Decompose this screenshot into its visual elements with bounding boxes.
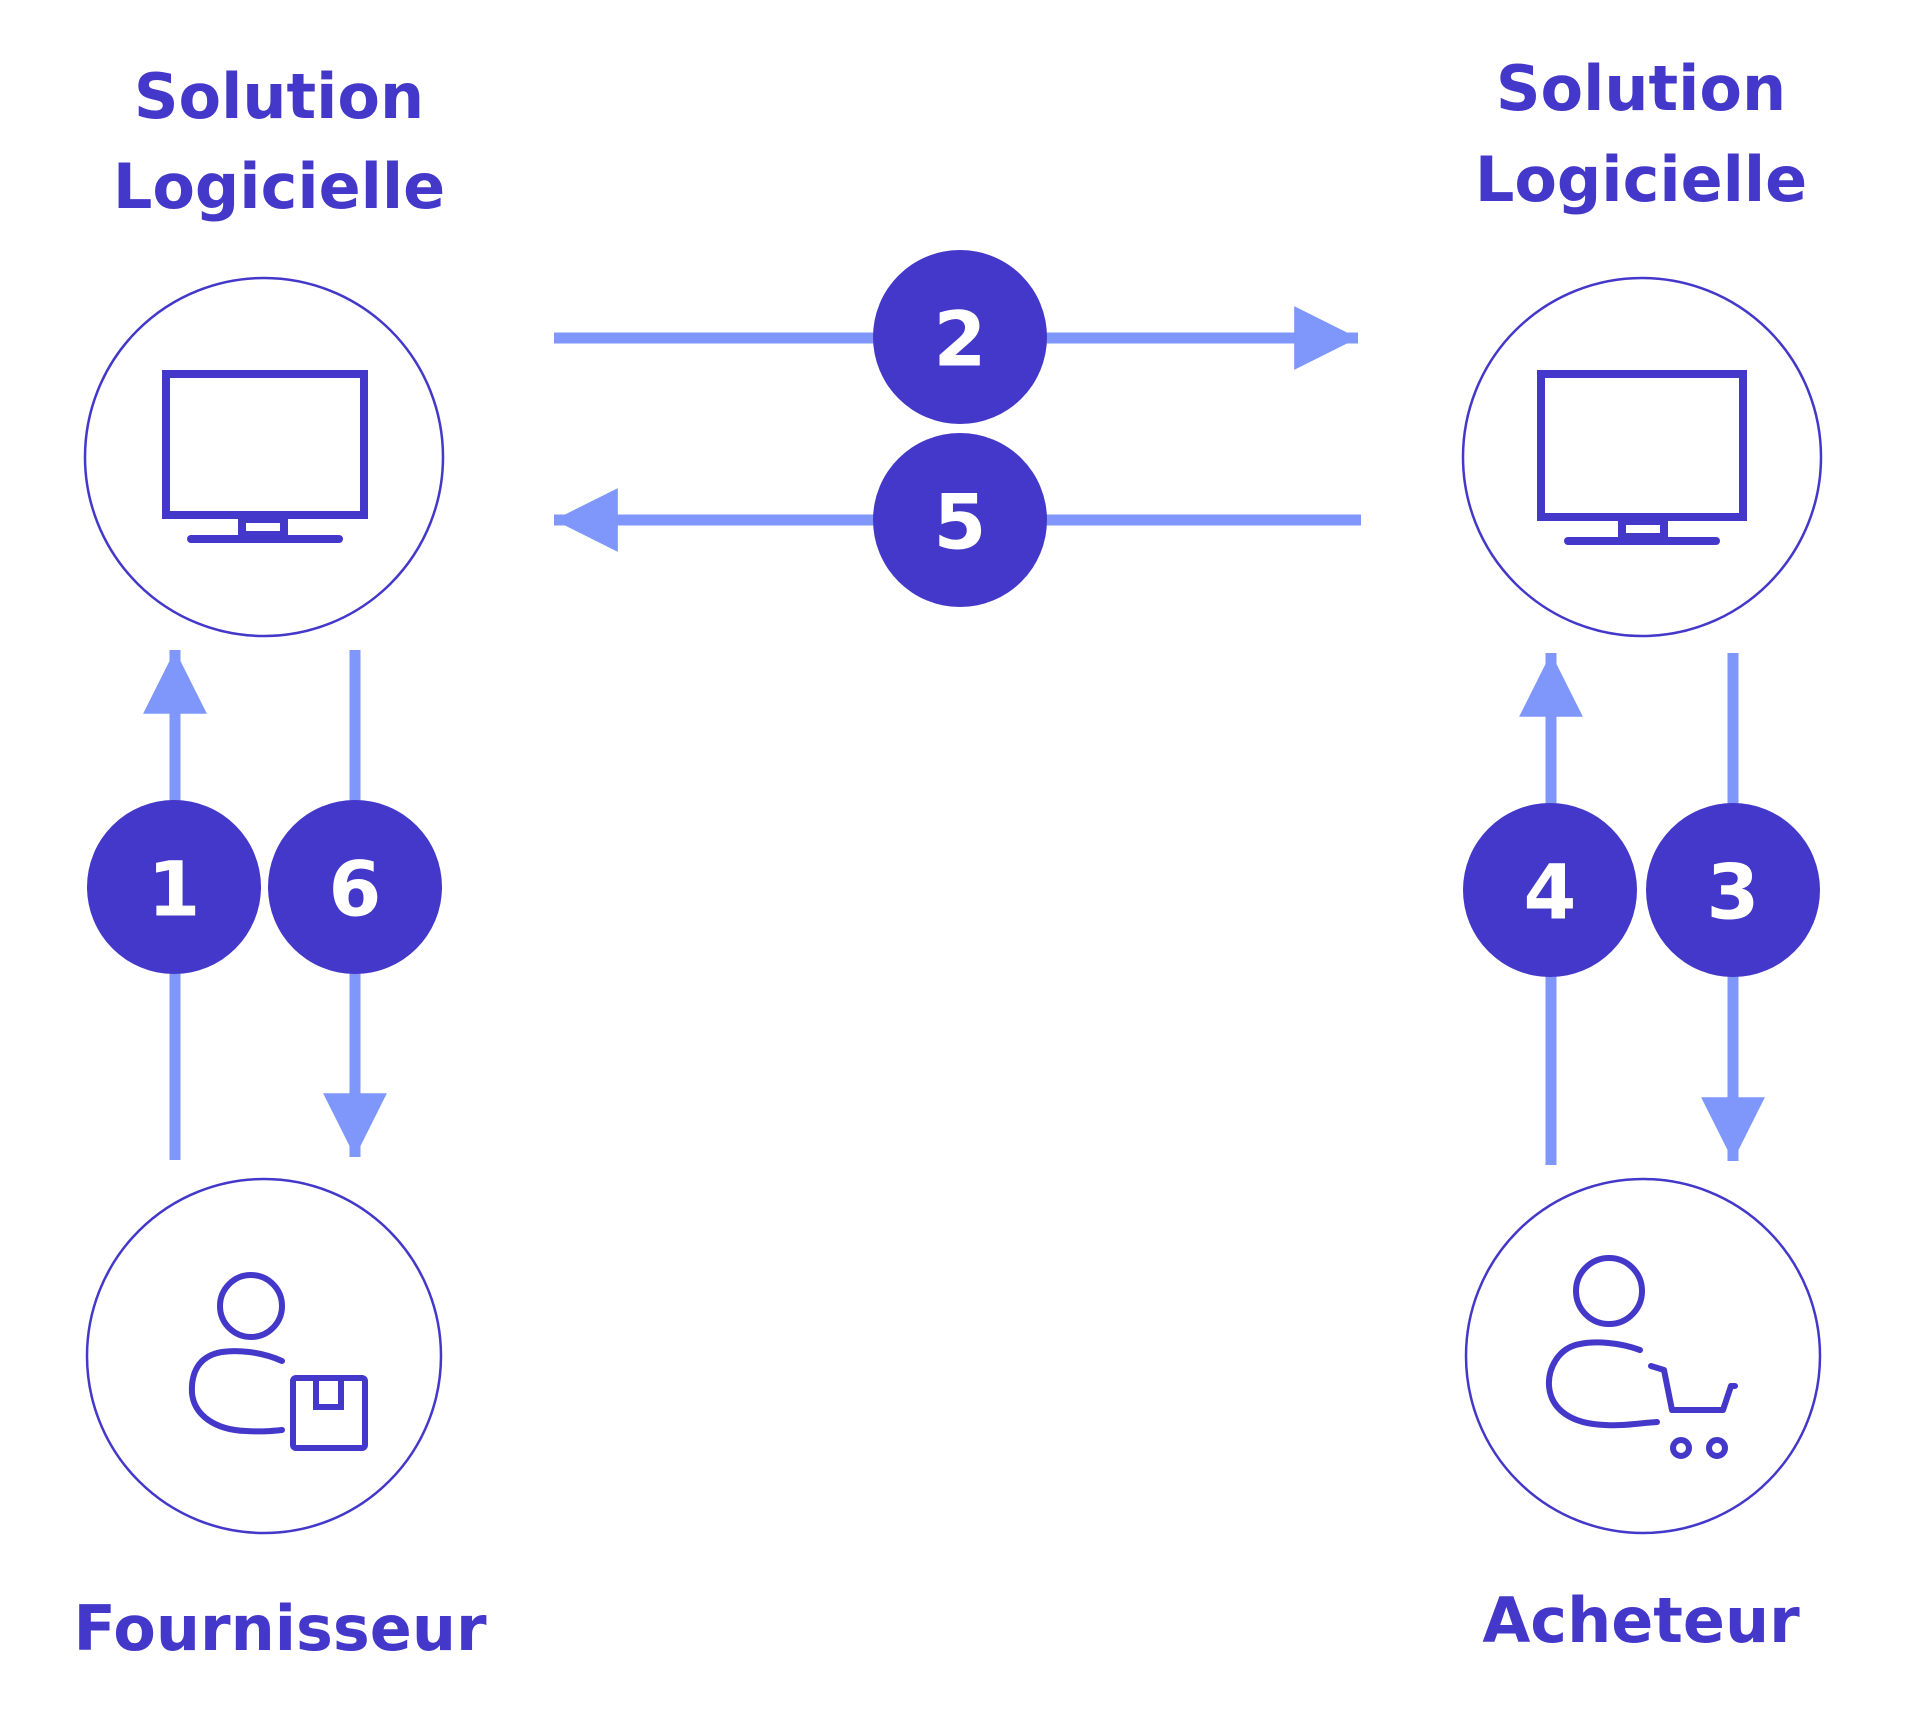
buyer-software-label-line1: Solution — [1496, 52, 1786, 125]
step-number-4: 4 — [1524, 848, 1577, 937]
buyer-software-node — [1461, 276, 1823, 638]
step-badge-4: 4 — [1463, 803, 1637, 977]
supplier-software-node — [83, 276, 445, 638]
user-cart-icon — [1545, 1255, 1738, 1459]
supplier-software-label: Solution Logicielle — [113, 60, 445, 223]
supplier-node — [85, 1177, 443, 1535]
buyer-software-label-line2: Logicielle — [1475, 143, 1807, 216]
step-badge-1: 1 — [87, 800, 261, 974]
buyer-node — [1464, 1177, 1822, 1535]
buyer-circle — [1464, 1177, 1822, 1535]
supplier-software-circle — [83, 276, 445, 638]
step-badge-2: 2 — [873, 250, 1047, 424]
step-number-3: 3 — [1707, 848, 1760, 937]
user-package-icon — [188, 1272, 368, 1451]
step-number-1: 1 — [148, 845, 201, 934]
buyer-label: Acheteur — [1482, 1584, 1800, 1657]
supplier-label: Fournisseur — [73, 1592, 487, 1665]
step-number-5: 5 — [934, 478, 987, 567]
step-badge-6: 6 — [268, 800, 442, 974]
buyer-software-circle — [1461, 276, 1823, 638]
step-badge-5: 5 — [873, 433, 1047, 607]
supplier-circle — [85, 1177, 443, 1535]
step-badge-3: 3 — [1646, 803, 1820, 977]
supplier-software-label-line2: Logicielle — [113, 150, 445, 223]
step-number-2: 2 — [934, 295, 987, 384]
supplier-software-label-line1: Solution — [134, 60, 424, 133]
buyer-software-label: Solution Logicielle — [1475, 52, 1807, 216]
step-number-6: 6 — [329, 845, 382, 934]
monitor-icon — [1537, 370, 1747, 545]
monitor-icon — [162, 370, 368, 543]
